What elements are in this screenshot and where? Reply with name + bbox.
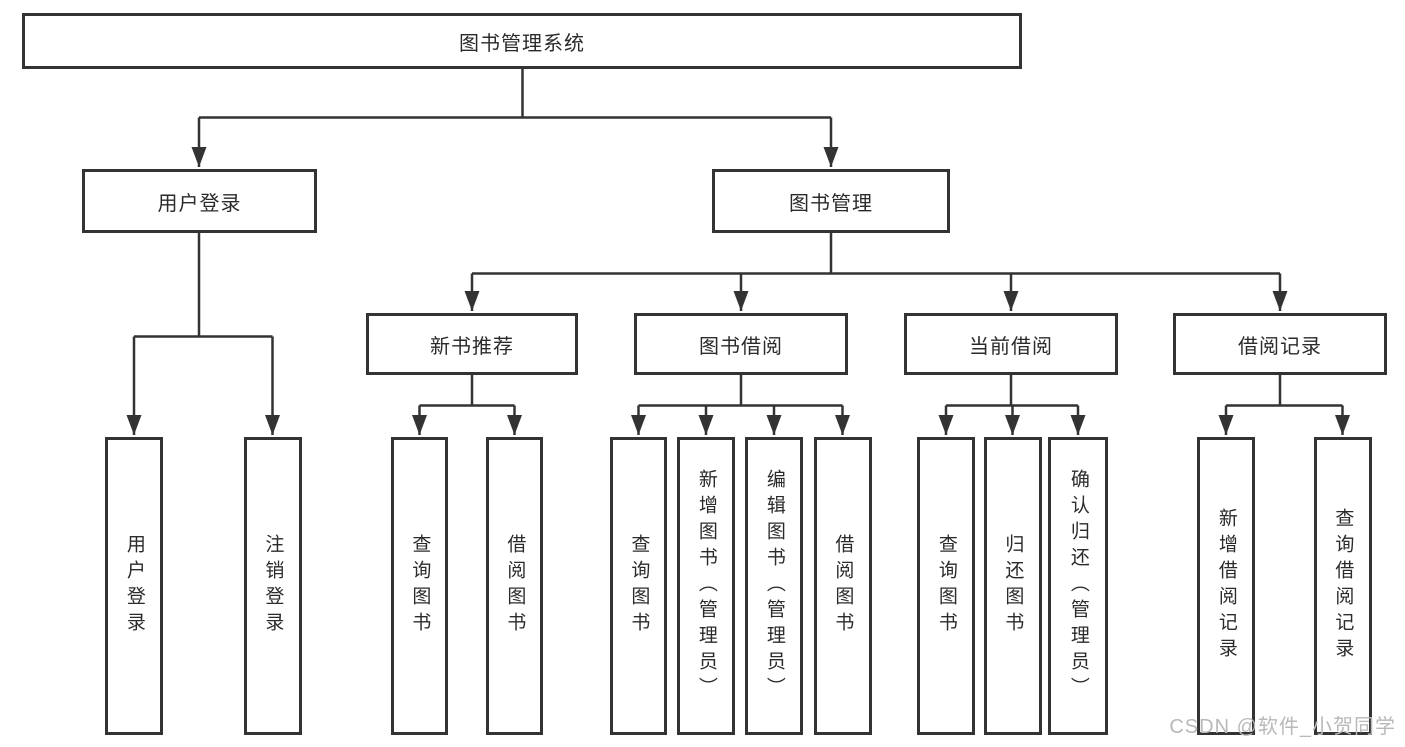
leaf-label: 查询图书 (935, 534, 957, 638)
leaf-borrow-query-books: 查询图书 (610, 437, 667, 735)
connector-bookmgmt-to-level3 (472, 233, 1280, 275)
leaf-label: 确认归还（管理员） (1067, 469, 1089, 703)
leaf-records-add-record: 新增借阅记录 (1197, 437, 1255, 735)
node-user-login: 用户登录 (82, 169, 317, 233)
node-root: 图书管理系统 (22, 13, 1022, 69)
leaf-current-query-books: 查询图书 (917, 437, 975, 735)
leaf-label: 注销登录 (262, 534, 284, 638)
leaf-user-login: 用户登录 (105, 437, 163, 735)
connector-borrowing-to-leaves (638, 375, 843, 407)
connector-newbooks-to-leaves (419, 375, 515, 407)
leaf-current-confirm-return-admin: 确认归还（管理员） (1048, 437, 1108, 735)
leaf-label: 用户登录 (123, 534, 145, 638)
leaf-label: 归还图书 (1002, 534, 1024, 638)
leaf-label: 查询借阅记录 (1332, 508, 1354, 664)
csdn-watermark: CSDN @软件_小贺同学 (1169, 716, 1396, 738)
leaf-borrow-add-books-admin: 新增图书（管理员） (677, 437, 735, 735)
leaf-label: 新增图书（管理员） (695, 469, 717, 703)
connector-root-to-level2 (199, 69, 831, 119)
leaf-label: 新增借阅记录 (1215, 508, 1237, 664)
leaf-label: 查询图书 (628, 534, 650, 638)
leaf-newbooks-query-books: 查询图书 (391, 437, 448, 735)
node-current-borrowing: 当前借阅 (904, 313, 1118, 375)
node-new-book-recommend: 新书推荐 (366, 313, 578, 375)
leaf-borrow-borrow-books: 借阅图书 (813, 437, 872, 735)
leaf-current-return-books: 归还图书 (983, 437, 1042, 735)
node-book-borrowing: 图书借阅 (634, 313, 848, 375)
leaf-label: 借阅图书 (504, 534, 526, 638)
connector-current-to-leaves (946, 375, 1078, 407)
node-borrowing-records: 借阅记录 (1173, 313, 1387, 375)
leaf-logout: 注销登录 (243, 437, 302, 735)
connector-records-to-leaves (1226, 375, 1343, 407)
connector-userlogin-to-leaves (134, 233, 273, 338)
leaf-label: 编辑图书（管理员） (763, 469, 785, 703)
leaf-newbooks-borrow-books: 借阅图书 (486, 437, 543, 735)
leaf-records-query-record: 查询借阅记录 (1313, 437, 1372, 735)
node-book-management: 图书管理 (712, 169, 950, 233)
leaf-borrow-edit-books-admin: 编辑图书（管理员） (745, 437, 803, 735)
leaf-label: 借阅图书 (832, 534, 854, 638)
leaf-label: 查询图书 (409, 534, 431, 638)
